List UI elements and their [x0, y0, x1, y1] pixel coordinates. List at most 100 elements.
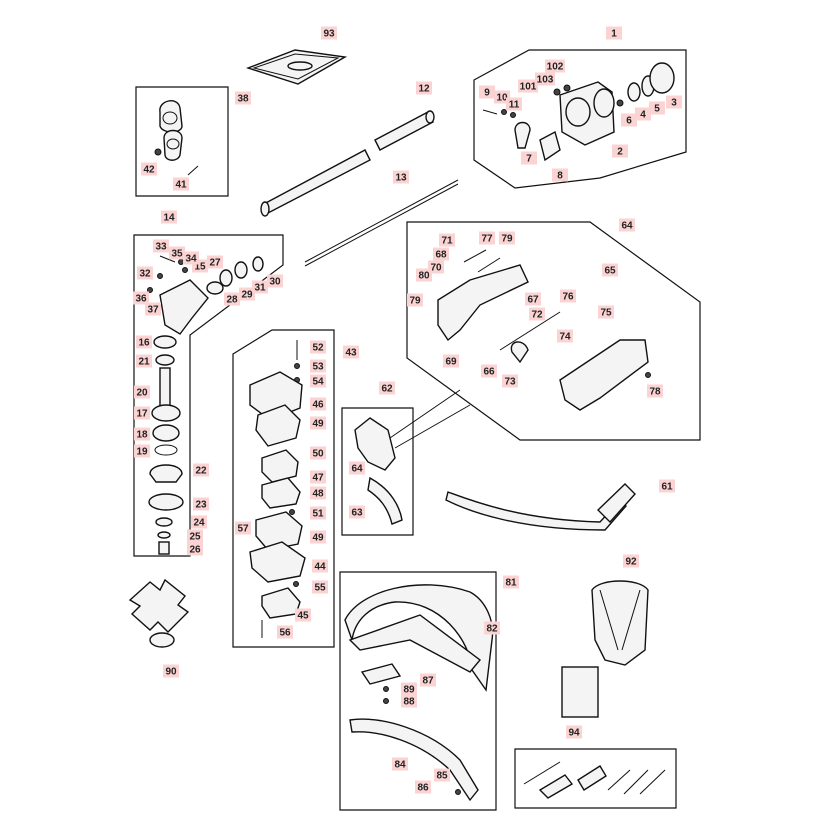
label-bg-74	[557, 329, 573, 343]
label-bg-85	[434, 768, 450, 782]
label-86: 86	[417, 783, 429, 794]
label-82: 82	[486, 624, 498, 635]
label-bg-45	[295, 608, 311, 622]
label-75: 75	[600, 308, 612, 319]
label-27: 27	[209, 258, 221, 269]
label-bg-65	[602, 263, 618, 277]
label-94: 94	[568, 728, 580, 739]
label-64: 64	[351, 464, 363, 475]
label-bg-49	[310, 530, 326, 544]
label-bg-28	[224, 292, 240, 306]
label-bg-32	[137, 266, 153, 280]
label-bg-8	[552, 168, 568, 182]
label-7: 7	[526, 154, 532, 165]
label-bg-62	[379, 381, 395, 395]
part-64-handle	[437, 249, 651, 411]
part-14-gearhead	[147, 255, 264, 335]
label-28: 28	[226, 295, 238, 306]
label-53: 53	[312, 362, 324, 373]
label-bg-81	[503, 575, 519, 589]
label-61: 61	[661, 482, 673, 493]
label-29: 29	[241, 290, 253, 301]
label-bg-51	[310, 506, 326, 520]
label-33: 33	[155, 242, 167, 253]
label-103: 103	[537, 75, 554, 86]
label-bg-69	[443, 354, 459, 368]
label-1: 1	[611, 29, 617, 40]
label-67: 67	[527, 295, 539, 306]
label-13: 13	[395, 173, 407, 184]
label-bg-17	[134, 406, 150, 420]
label-37: 37	[147, 305, 159, 316]
part-92-harness	[561, 580, 649, 718]
label-bg-13	[393, 170, 409, 184]
label-bg-54	[310, 374, 326, 388]
label-bg-4	[635, 107, 651, 121]
label-bg-76	[560, 289, 576, 303]
label-bg-37	[145, 302, 161, 316]
label-bg-47	[310, 470, 326, 484]
label-20: 20	[136, 388, 148, 399]
label-79: 79	[501, 234, 513, 245]
label-bg-52	[310, 340, 326, 354]
label-bg-86	[415, 780, 431, 794]
label-72: 72	[531, 310, 543, 321]
label-bg-1	[606, 26, 622, 40]
part-38-clamp	[154, 100, 199, 176]
label-bg-101	[518, 79, 538, 93]
part-stack-16-26	[148, 335, 184, 555]
label-55: 55	[314, 583, 326, 594]
label-bg-92	[623, 554, 639, 568]
box-38	[135, 86, 229, 197]
label-51: 51	[312, 509, 324, 520]
label-89: 89	[403, 685, 415, 696]
label-43: 43	[345, 348, 357, 359]
label-92: 92	[625, 557, 637, 568]
label-bg-77	[479, 231, 495, 245]
label-17: 17	[136, 409, 148, 420]
part-43-stack	[249, 340, 306, 638]
label-101: 101	[520, 82, 537, 93]
label-bg-23	[193, 497, 209, 511]
label-35: 35	[171, 249, 183, 260]
label-46: 46	[312, 400, 324, 411]
label-21: 21	[138, 357, 150, 368]
label-bg-94	[566, 725, 582, 739]
label-bg-9	[479, 85, 495, 99]
label-bg-29	[239, 287, 255, 301]
label-48: 48	[312, 489, 324, 500]
label-bg-73	[502, 374, 518, 388]
label-bg-44	[312, 559, 328, 573]
label-bg-18	[134, 427, 150, 441]
label-bg-79	[499, 231, 515, 245]
label-34: 34	[185, 254, 197, 265]
label-19: 19	[136, 447, 148, 458]
label-bg-24	[191, 515, 207, 529]
label-22: 22	[195, 466, 207, 477]
label-bg-90	[163, 664, 179, 678]
label-76: 76	[562, 292, 574, 303]
label-bg-64	[349, 461, 365, 475]
box-62	[341, 407, 414, 536]
label-bg-34	[183, 251, 199, 265]
label-bg-87	[420, 673, 436, 687]
label-11: 11	[509, 100, 520, 111]
label-bg-41	[173, 177, 189, 191]
label-bg-63	[349, 505, 365, 519]
label-5: 5	[654, 104, 660, 115]
label-bg-93	[321, 26, 337, 40]
label-bg-26	[187, 542, 203, 556]
label-bg-27	[207, 255, 223, 269]
label-bg-35	[169, 246, 185, 260]
label-bg-80	[416, 268, 432, 282]
label-bg-56	[277, 625, 293, 639]
label-49: 49	[312, 533, 324, 544]
box-62-link-2	[394, 404, 471, 449]
part-93-plate	[245, 49, 348, 85]
label-bg-3	[666, 95, 682, 109]
label-14: 14	[163, 213, 175, 224]
label-69: 69	[445, 357, 457, 368]
label-bg-33	[153, 239, 169, 253]
